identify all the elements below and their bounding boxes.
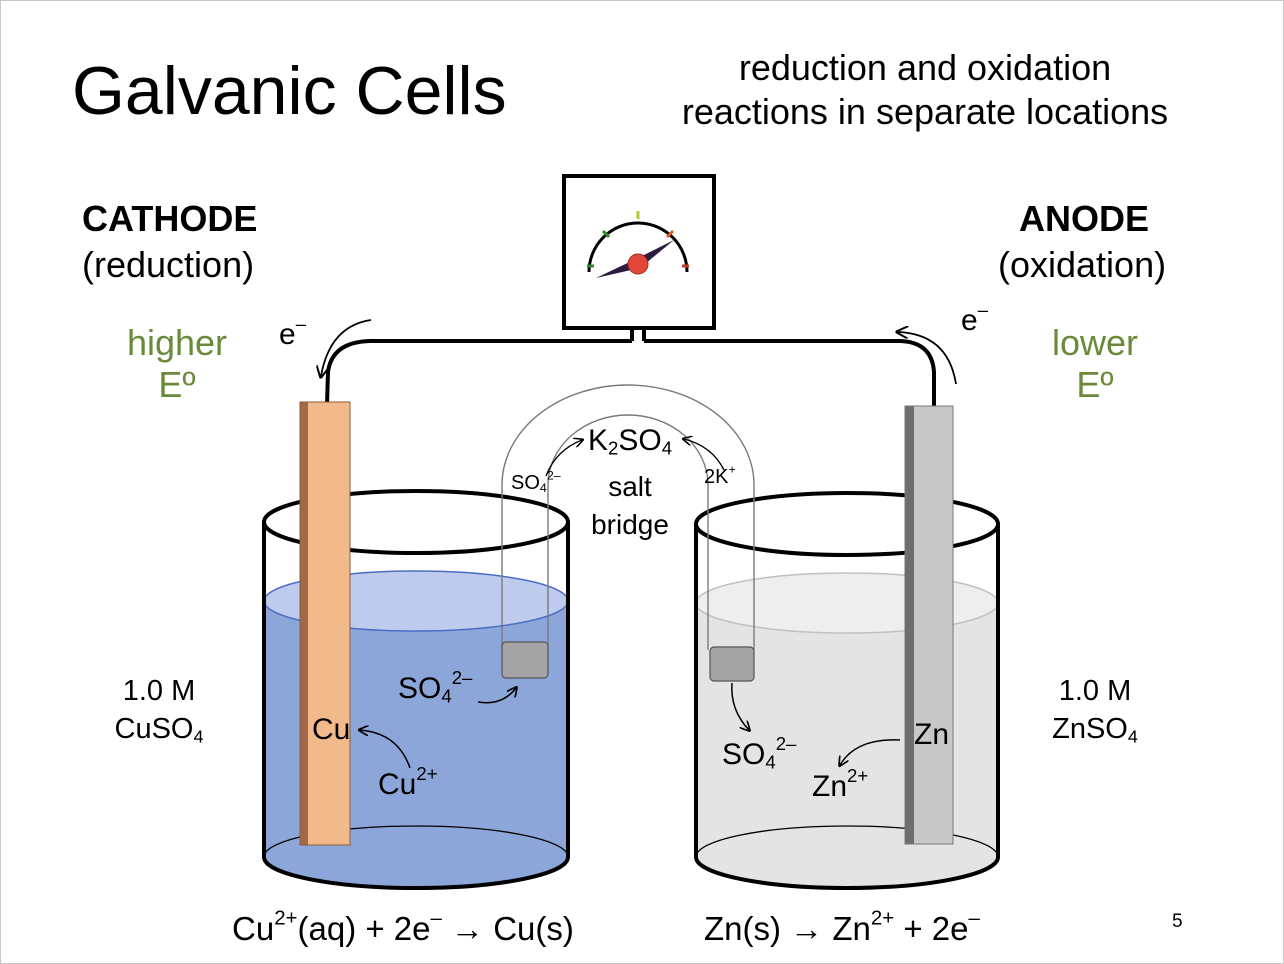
electron-arrow-cathode	[321, 319, 372, 376]
sulfate-arrow-right	[731, 682, 749, 730]
electron-arrow-anode	[898, 332, 957, 385]
cathode-potential: higher Eº	[104, 322, 250, 406]
anode-potential-l2: Eº	[1076, 364, 1114, 405]
sulfate-label-right: SO42–	[722, 733, 797, 773]
zn-ion-arrow	[840, 739, 901, 765]
salt-bridge-cation: 2K+	[704, 462, 736, 488]
page-title: Galvanic Cells	[72, 53, 507, 129]
zinc-electrode-label: Zn	[914, 718, 950, 751]
anode-concentration-l1: 1.0 M	[1058, 675, 1132, 707]
zinc-ion-label: Zn2+	[812, 765, 869, 803]
wire-cathode	[325, 339, 632, 405]
voltmeter-gauge-icon	[587, 211, 689, 278]
cathode-potential-l2: Eº	[158, 364, 196, 405]
subtitle: reduction and oxidation reactions in sep…	[640, 46, 1210, 134]
cathode-heading: CATHODE	[82, 198, 258, 239]
page-number: 5	[1172, 911, 1183, 932]
cathode-electron-label: e–	[279, 313, 307, 351]
cathode-concentration-l2: CuSO4	[114, 713, 204, 747]
anode-potential: lower Eº	[1022, 322, 1168, 406]
salt-bridge-label-l1: salt	[608, 471, 652, 502]
anode-role: (oxidation)	[998, 244, 1167, 285]
cathode-role: (reduction)	[82, 244, 255, 285]
subtitle-line-2: reactions in separate locations	[681, 91, 1169, 132]
anode-concentration: 1.0 M ZnSO4	[1032, 672, 1158, 748]
anode-concentration-l2: ZnSO4	[1052, 713, 1138, 747]
cathode-potential-l1: higher	[126, 322, 228, 363]
copper-electrode-label: Cu	[312, 713, 351, 746]
cu-ion-arrow	[360, 730, 411, 769]
salt-bridge-compound: K2SO4	[588, 424, 673, 459]
salt-bridge-anion: SO42–	[511, 468, 561, 496]
sulfate-arrow-left	[477, 688, 516, 704]
subtitle-line-1: reduction and oxidation	[738, 47, 1112, 88]
cathode-concentration: 1.0 M CuSO4	[96, 672, 222, 748]
cathode-concentration-l1: 1.0 M	[122, 675, 196, 707]
copper-electrode	[299, 401, 351, 846]
cathode-half-reaction: Cu2+(aq) + 2e– → Cu(s)	[232, 906, 574, 947]
anode-half-reaction: Zn(s) → Zn2+ + 2e–	[704, 906, 980, 947]
wire-anode	[644, 339, 936, 408]
anode-electron-label: e–	[961, 299, 989, 337]
salt-bridge	[501, 384, 755, 682]
anode-heading: ANODE	[1019, 198, 1150, 239]
salt-bridge-plug-right	[709, 646, 755, 682]
voltmeter	[562, 174, 716, 341]
salt-bridge-label-l2: bridge	[591, 509, 669, 540]
salt-bridge-plug-left	[501, 641, 549, 679]
bridge-arrow-cation	[684, 439, 725, 471]
bridge-arrow-anion	[545, 440, 582, 477]
zinc-electrode	[904, 405, 954, 845]
sulfate-label-left: SO42–	[398, 667, 473, 707]
copper-ion-label: Cu2+	[378, 763, 438, 801]
anode-potential-l1: lower	[1051, 322, 1139, 363]
salt-bridge-label: salt bridge	[578, 468, 682, 544]
